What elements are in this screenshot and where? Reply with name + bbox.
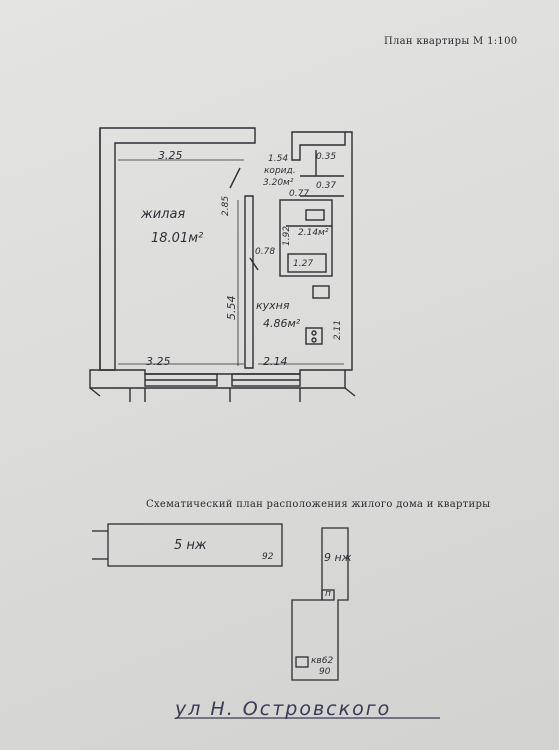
- building-b-label: 9 нж: [324, 551, 352, 564]
- dim-corridor-width: 1.54: [268, 154, 289, 164]
- bathroom-outline: [279, 199, 333, 277]
- bathroom-area: 2.14м²: [298, 228, 329, 238]
- dim-niche-b: 0.37: [316, 181, 337, 191]
- living-room-area: 18.01м²: [151, 231, 204, 246]
- dim-passage: 0.77: [289, 189, 310, 199]
- kitchen-stove: [305, 327, 323, 345]
- street-label: ул Н. Островского: [175, 698, 392, 720]
- entrance-marker: п: [325, 589, 331, 599]
- dim-living-length: 5.54: [225, 295, 238, 321]
- dim-living-top: 3.25: [158, 149, 183, 162]
- dim-wall-height: 2.85: [221, 195, 231, 216]
- dim-bath-width: 1.27: [293, 259, 314, 269]
- apartment-marker: кв62: [311, 656, 334, 666]
- dim-bath-depth: 1.92: [282, 225, 292, 246]
- exterior-wall-bottom: [89, 369, 346, 389]
- kitchen-sink: [312, 285, 330, 299]
- living-room-walls: [99, 127, 256, 371]
- building-a-label: 5 нж: [174, 538, 207, 553]
- building-a-number: 92: [262, 552, 274, 562]
- kitchen-name: кухня: [256, 299, 290, 312]
- building-b-outline: [291, 527, 349, 681]
- building-b-number: 90: [319, 667, 331, 677]
- living-room-name: жилая: [141, 207, 186, 222]
- dim-kitchen-width: 2.14: [263, 355, 288, 368]
- kitchen-area: 4.86м²: [263, 317, 301, 330]
- site-plan-title: Схематический план расположения жилого д…: [146, 499, 491, 510]
- building-a-outline: [107, 523, 283, 567]
- dim-door: 0.78: [255, 247, 276, 257]
- partition-wall: [244, 195, 254, 369]
- dim-kitchen-length: 2.11: [333, 319, 343, 340]
- plan-title: План квартиры М 1:100: [384, 36, 518, 47]
- corridor-area: 3.20м²: [263, 178, 294, 188]
- corridor-name: корид.: [264, 166, 296, 176]
- dim-niche-a: 0.35: [316, 152, 337, 162]
- dim-living-bottom: 3.25: [146, 355, 171, 368]
